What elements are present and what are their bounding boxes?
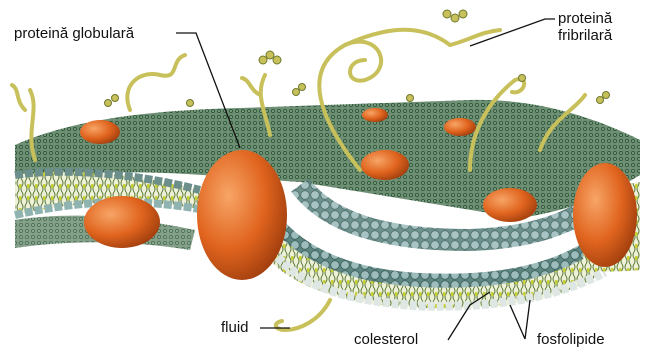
label-fibrillar-protein-line2: fribrilară — [558, 27, 612, 44]
globular-protein — [361, 150, 409, 180]
globular-protein — [573, 163, 637, 267]
label-phospholipids: fosfolipide — [537, 331, 605, 348]
globular-protein — [80, 120, 120, 144]
label-cholesterol: colesterol — [354, 331, 418, 348]
label-globular-protein: proteină globulară — [14, 25, 134, 42]
label-fibrillar-protein: proteină fribrilară — [558, 10, 612, 44]
globular-protein — [84, 196, 160, 248]
globular-protein — [444, 118, 476, 136]
globular-protein — [362, 108, 388, 122]
label-fluid: fluid — [221, 319, 249, 336]
globular-protein — [483, 188, 537, 222]
globular-protein — [197, 150, 287, 280]
label-fibrillar-protein-line1: proteină — [558, 10, 612, 27]
